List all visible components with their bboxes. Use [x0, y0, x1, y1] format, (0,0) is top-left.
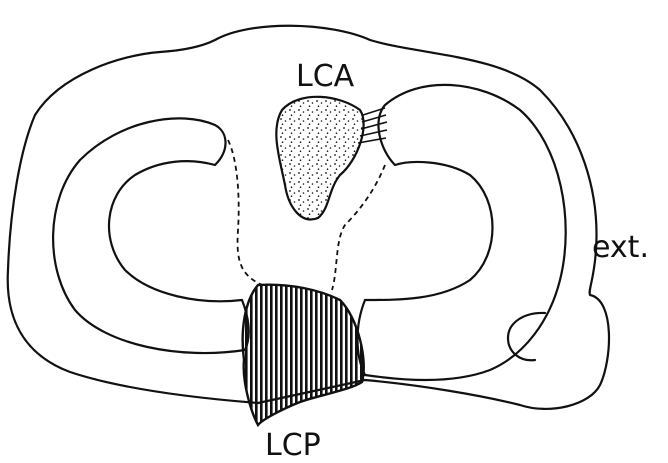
- medial-meniscus: [53, 118, 249, 353]
- lcp-label: LCP: [265, 428, 321, 463]
- intercondylar-boundary-left: [228, 140, 262, 285]
- lateral-meniscus: [358, 85, 566, 380]
- lateral-bulge: [508, 313, 545, 360]
- intercondylar-boundary-right: [332, 165, 385, 290]
- lca-label: LCA: [296, 59, 355, 94]
- ext-label: ext.: [592, 230, 649, 265]
- lcp-attachment: [243, 285, 364, 425]
- lca-attachment: [276, 97, 363, 220]
